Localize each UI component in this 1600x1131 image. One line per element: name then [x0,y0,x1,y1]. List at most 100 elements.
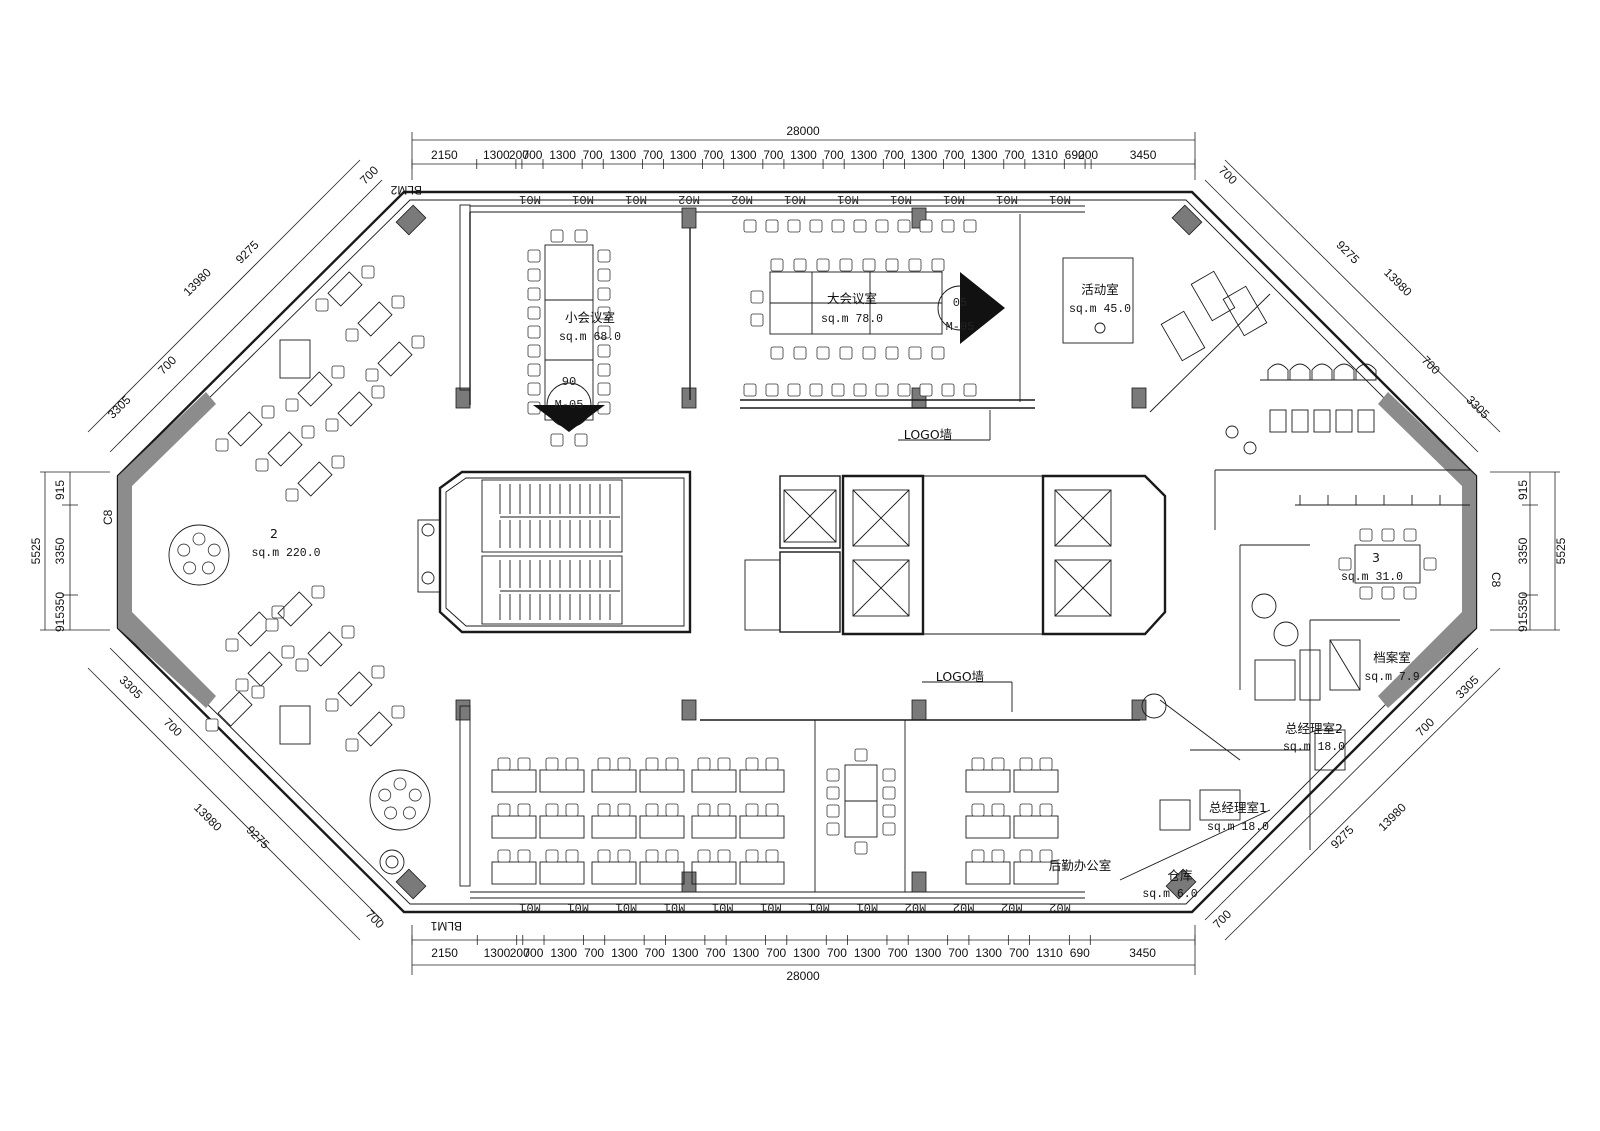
workstation-chair [1039,849,1053,863]
wall-chair [809,383,823,397]
workstation-chair [665,849,679,863]
door-top-2: M01 [625,192,647,206]
meeting-chair [1381,528,1395,542]
top-dim-2: 200 [509,148,529,162]
top-dim-4: 1300 [549,148,576,162]
room-storage: 仓库 sq.m 6.0 [1142,868,1197,901]
small-meeting-chair [597,363,611,377]
plant-icon [379,593,1299,875]
large-meeting-table [743,219,977,397]
bottom-dim-5: 700 [584,946,604,960]
workstation-desk [739,861,785,885]
workstation-chair [285,398,299,412]
svg-text:M-05: M-05 [946,320,975,334]
wall-chair [743,219,757,233]
workstation-desk [639,861,685,885]
workstation-desk [591,815,637,839]
workstation-chair [1039,803,1053,817]
bottom-dim-20: 1310 [1036,946,1063,960]
svg-text:700: 700 [155,353,179,377]
round-chair [378,788,392,802]
urinal-icon [1333,363,1355,381]
workstation-chair [1039,757,1053,771]
toilet-icon [1313,409,1331,433]
workstation-desk [237,611,273,647]
workstation-chair [261,405,275,419]
workstation-chair [971,757,985,771]
small-meeting-chair [597,306,611,320]
workstation-chair [215,438,229,452]
wall-chair [853,219,867,233]
meeting-chair [826,786,840,800]
top-dim-18: 1300 [971,148,998,162]
workstation-chair [301,425,315,439]
workstation-chair [325,698,339,712]
svg-text:sq.m 68.0: sq.m 68.0 [559,331,621,344]
workstation-chair [617,849,631,863]
small-meeting-chair [597,249,611,263]
room-labels: 2 sq.m 220.0 小会议室 sq.m 68.0 大会议室 sq.m 78… [251,282,1419,901]
bottom-dim-3: 700 [523,946,543,960]
workstation-chair [331,365,345,379]
workstation-chair [391,295,405,309]
workstation-desk [357,301,393,337]
dimensions-diagonal-left-bottom: 13980 9275 3305 700 700 [87,647,387,941]
top-dim-9: 700 [703,148,723,162]
top-dim-22: 200 [1078,148,1098,162]
top-dim-11: 700 [763,148,783,162]
treadmill-icon [1222,285,1268,337]
small-meeting-chair [597,287,611,301]
desk [279,339,311,379]
workstation-desk [491,769,537,793]
svg-text:仓库: 仓库 [1167,868,1192,883]
workstation-desk [591,861,637,885]
large-meeting-chair [908,258,922,272]
dimensions-side-left: 5525 915 3350 915350 [29,471,110,632]
workstation-desk [1013,861,1059,885]
meeting-chair [854,748,868,762]
large-meeting-chair [839,346,853,360]
workstation-chair [497,849,511,863]
workstation-desk [227,411,263,447]
svg-text:sq.m 31.0: sq.m 31.0 [1341,571,1403,584]
large-meeting-chair [816,258,830,272]
workstation-chair [265,618,279,632]
svg-text:2: 2 [270,526,278,541]
building-core [417,470,1167,636]
svg-text:sq.m 18.0: sq.m 18.0 [1283,741,1345,754]
wall-chair [941,383,955,397]
logo-wall-top: LOGO墙 [898,410,991,442]
svg-text:sq.m 78.0: sq.m 78.0 [821,313,883,326]
wall-chair [743,383,757,397]
large-meeting-chair [885,258,899,272]
wall-chair [809,219,823,233]
wall-chair [831,219,845,233]
workstation-chair [365,368,379,382]
workstation-desk [307,631,343,667]
urinal-icon [1311,363,1333,381]
workstation-desk [539,861,585,885]
workstation-chair [371,665,385,679]
workstation-chair [517,849,531,863]
workstation-desk [965,815,1011,839]
door-bottom-6: M01 [808,900,830,914]
workstation-desk [739,769,785,793]
door-bottom-8: M02 [905,900,927,914]
urinal-icon [1289,363,1311,381]
workstation-desk [539,769,585,793]
svg-text:sq.m 220.0: sq.m 220.0 [251,547,320,560]
large-meeting-chair [793,258,807,272]
sink-icon [1225,425,1239,439]
bottom-dim-11: 700 [766,946,786,960]
meeting-chair [1359,528,1373,542]
svg-text:13980: 13980 [1375,800,1409,834]
round-chair [393,777,407,791]
workstation-desk [327,271,363,307]
workstation-chair [645,849,659,863]
svg-text:sq.m 6.0: sq.m 6.0 [1142,888,1197,901]
workstation-desk [965,769,1011,793]
top-dim-1: 1300 [483,148,510,162]
logo-wall-bottom: LOGO墙 [922,669,1013,712]
svg-text:档案室: 档案室 [1373,650,1411,665]
wall-chair [919,219,933,233]
